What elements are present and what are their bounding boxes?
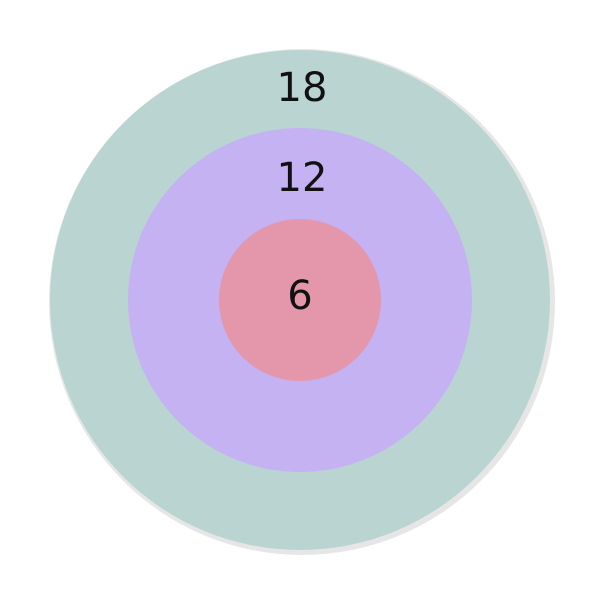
inner-ring [219, 219, 381, 381]
middle-ring-label: 12 [277, 155, 328, 201]
outer-ring-label: 18 [277, 65, 328, 111]
inner-ring-label: 6 [287, 273, 312, 319]
